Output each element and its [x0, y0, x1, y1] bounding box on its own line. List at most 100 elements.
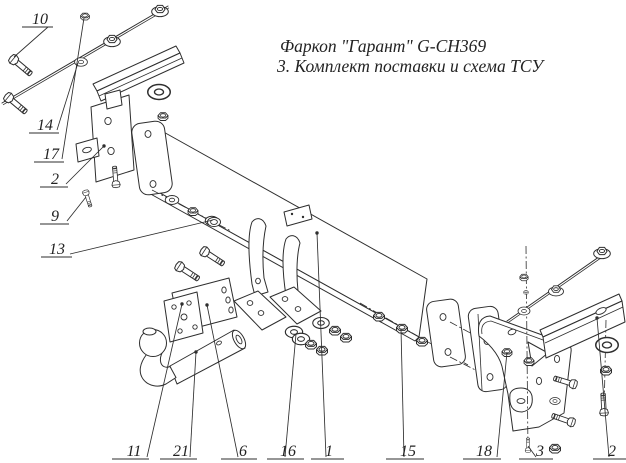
tie-rod-left — [1, 4, 170, 106]
callout-number: 21 — [173, 443, 189, 460]
beam-left-end-plate — [131, 120, 173, 196]
leader-endpoint-dot — [595, 316, 599, 320]
nut — [373, 311, 385, 322]
tie-rod-right — [506, 245, 611, 453]
plate-hole — [149, 180, 157, 188]
arm-fold-line — [98, 57, 183, 97]
callout-17: 17 — [34, 17, 85, 163]
foot-hole — [257, 310, 265, 316]
flanged-nut — [593, 246, 611, 260]
support-bracket-rear — [269, 235, 322, 325]
callout-11: 11 — [112, 302, 184, 460]
callout-3: 3 — [519, 443, 553, 460]
nut — [549, 443, 561, 454]
callout-number: 17 — [43, 146, 60, 163]
ball-top-flat — [142, 327, 157, 336]
callout-leader-line — [66, 196, 87, 222]
bracket-foot — [269, 286, 322, 325]
beam-end-plate — [426, 298, 466, 368]
plate-hole — [553, 354, 561, 364]
bolt — [172, 259, 203, 285]
foot-hole — [246, 300, 254, 306]
left-mount-bracket — [75, 45, 185, 189]
washer — [517, 306, 531, 316]
callout-number: 15 — [400, 443, 416, 460]
plate-hole — [507, 328, 517, 336]
nut — [340, 332, 352, 343]
nut — [519, 273, 529, 282]
flange-hole — [171, 304, 177, 310]
nut — [80, 12, 90, 21]
callout-leader-line — [496, 351, 508, 458]
callout-leader-line — [13, 26, 49, 58]
drawing-title-line2: 3. Комплект поставки и схема ТСУ — [276, 56, 545, 76]
title-block: Фаркоп "Гарант" G-CH369 3. Комплект пост… — [276, 36, 545, 76]
nut — [187, 207, 199, 216]
callout-number: 9 — [51, 208, 59, 225]
rod-line — [2, 7, 170, 106]
plate-hole — [107, 146, 115, 156]
callout-leader-line — [284, 333, 297, 458]
callout-number: 2 — [608, 443, 616, 460]
callout-leader-line — [56, 62, 79, 131]
ball-mount-bolts — [172, 244, 228, 285]
leader-endpoint-dot — [194, 350, 198, 354]
bolt — [197, 244, 228, 270]
flange-hole — [180, 313, 188, 321]
ear-slot — [516, 398, 526, 404]
right-vertical-bolt-stack — [595, 319, 619, 417]
callout-leader-line — [527, 445, 537, 458]
callout-number: 18 — [476, 443, 492, 460]
callout-leader-line — [189, 351, 197, 458]
leader-endpoint-dot — [102, 144, 106, 148]
nut — [157, 112, 169, 121]
plate-cutout — [104, 89, 123, 110]
flanged-nut — [103, 34, 121, 48]
callout-16: 16 — [267, 333, 304, 460]
callout-number: 1 — [325, 443, 333, 460]
callout-leader-line — [206, 304, 239, 458]
callout-6: 6 — [205, 303, 257, 460]
rivet — [301, 215, 305, 219]
callout-number: 13 — [49, 241, 65, 258]
flanged-nut — [548, 285, 564, 297]
washer-large — [147, 83, 171, 101]
callout-2: 2 — [40, 144, 106, 188]
nut — [396, 323, 408, 334]
plate-hole — [439, 313, 447, 321]
bracket-hole — [225, 296, 231, 304]
arm-fold-line — [544, 306, 624, 344]
bolt — [6, 52, 35, 79]
plate-hole — [486, 373, 494, 381]
right-mount-bracket — [478, 293, 626, 454]
callout-leader-line — [61, 17, 85, 160]
callout-number: 2 — [51, 171, 59, 188]
plate-fold-line — [481, 320, 566, 349]
ear-slot — [82, 146, 92, 154]
callout-leader-line — [316, 232, 327, 458]
tube-bore — [235, 334, 243, 345]
callout-1: 1 — [311, 231, 344, 460]
arm-slot — [595, 307, 607, 315]
callout-number: 11 — [127, 443, 142, 460]
washer — [164, 195, 180, 205]
callout-leader-line — [69, 219, 214, 255]
callout-15: 15 — [386, 328, 424, 460]
support-bracket-front — [233, 218, 287, 331]
bolt — [524, 437, 532, 453]
plate-hole — [444, 348, 452, 356]
callout-9: 9 — [40, 196, 87, 225]
callout-14: 14 — [29, 62, 79, 134]
ball-neck — [139, 350, 177, 387]
leader-endpoint-dot — [205, 303, 209, 307]
callout-leader-line — [65, 145, 105, 185]
nut — [329, 325, 341, 336]
callout-13: 13 — [41, 219, 214, 258]
callout-10: 10 — [13, 11, 53, 58]
tube-hole — [216, 340, 222, 346]
callout-number: 14 — [37, 117, 53, 134]
foot-hole — [281, 296, 289, 302]
bracket-neck — [248, 218, 269, 297]
